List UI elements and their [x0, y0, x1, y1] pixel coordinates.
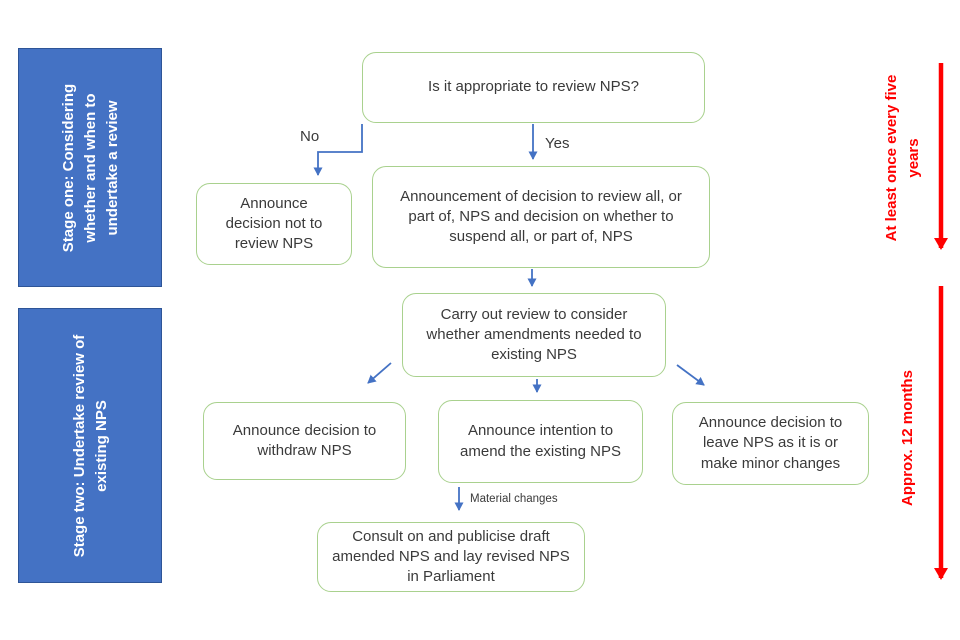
node-question: Is it appropriate to review NPS?: [362, 52, 705, 123]
node-question-text: Is it appropriate to review NPS?: [428, 78, 639, 96]
node-announce-not-review: Announce decision not to review NPS: [196, 183, 352, 265]
timeline-five-years-label: At least once every five years: [883, 74, 922, 242]
edge-label-no: No: [300, 128, 320, 145]
node-leave-text: Announce decision to leave NPS as it is …: [698, 414, 843, 472]
stage-two-banner: Stage two: Undertake review of existing …: [18, 308, 162, 583]
node-carry-out-review: Carry out review to consider whether ame…: [402, 293, 666, 377]
node-leave: Announce decision to leave NPS as it is …: [672, 402, 869, 485]
node-withdraw: Announce decision to withdraw NPS: [203, 402, 406, 480]
node-consult-text: Consult on and publicise draft amended N…: [332, 527, 570, 586]
node-withdraw-text: Announce decision to withdraw NPS: [232, 421, 377, 459]
stage-one-label: Stage one: Considering whether and when …: [60, 83, 121, 253]
node-amend-text: Announce intention to amend the existing…: [460, 422, 621, 460]
node-announce-not-review-text: Announce decision not to review NPS: [225, 194, 323, 253]
node-announce-review: Announcement of decision to review all, …: [372, 166, 710, 268]
edge-label-material-changes: Material changes: [470, 493, 558, 505]
node-announce-review-text: Announcement of decision to review all, …: [400, 187, 682, 246]
node-amend: Announce intention to amend the existing…: [438, 400, 643, 483]
connector-carry-to-leave-arrow: [676, 364, 705, 386]
edge-label-yes: Yes: [545, 135, 570, 152]
connector-carry-to-withdraw-arrow: [367, 362, 392, 384]
stage-one-banner: Stage one: Considering whether and when …: [18, 48, 162, 287]
node-consult: Consult on and publicise draft amended N…: [317, 522, 585, 592]
timeline-twelve-months-label: Approx. 12 months: [899, 370, 916, 506]
connector-no-arrow: [313, 124, 363, 176]
node-carry-out-review-text: Carry out review to consider whether ame…: [426, 305, 642, 364]
stage-two-label: Stage two: Undertake review of existing …: [71, 334, 110, 558]
